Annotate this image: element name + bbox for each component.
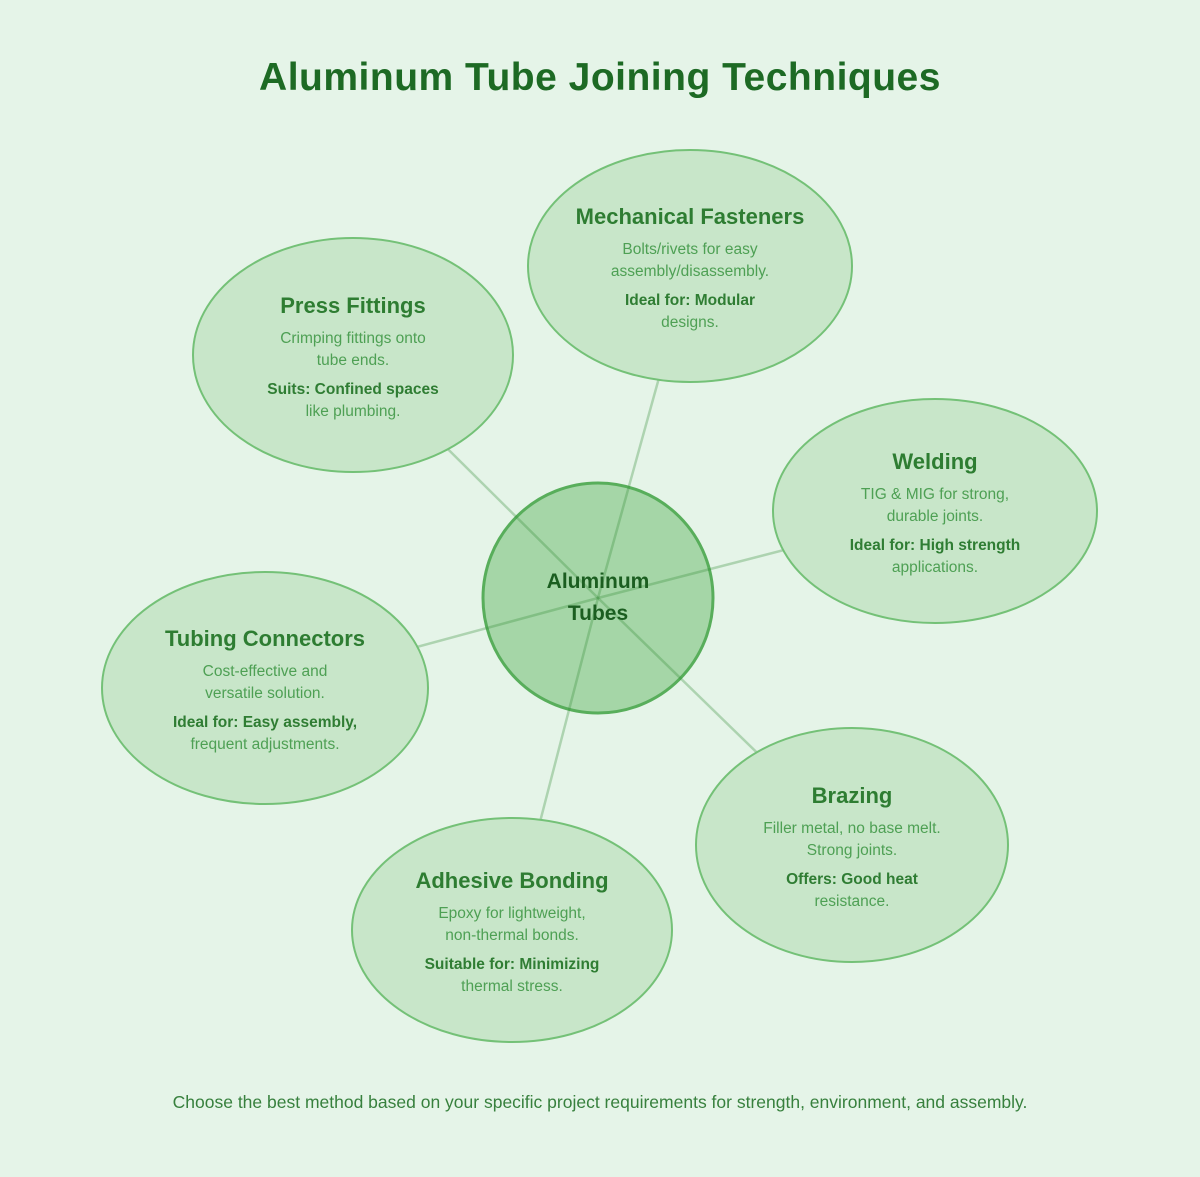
node-desc-line2: versatile solution. xyxy=(205,685,325,702)
node-title-tubing-connectors: Tubing Connectors xyxy=(164,626,366,651)
node-shape-welding xyxy=(772,398,1098,624)
node-title-welding: Welding xyxy=(892,449,978,474)
node-highlight: Suits: Confined spaces like plumbing. xyxy=(228,379,478,423)
node-desc-line2: durable joints. xyxy=(886,508,984,525)
node-highlight-rest: frequent adjustments. xyxy=(190,736,340,753)
node-highlight-rest: like plumbing. xyxy=(305,403,401,420)
node-tubing-connectors: Tubing Connectors Cost-effective and ver… xyxy=(140,624,390,756)
node-shape-brazing xyxy=(695,727,1009,963)
node-title-brazing: Brazing xyxy=(811,783,893,808)
node-highlight-rest: resistance. xyxy=(814,893,890,910)
center-node-shape xyxy=(481,481,715,715)
node-highlight: Suitable for: Minimizing thermal stress. xyxy=(387,954,637,998)
node-highlight-rest: thermal stress. xyxy=(461,978,563,995)
node-desc-line2: Strong joints. xyxy=(806,842,898,859)
node-adhesive-bonding: Adhesive Bonding Epoxy for lightweight, … xyxy=(387,866,637,998)
node-highlight-rest: designs. xyxy=(661,314,719,331)
node-brazing: Brazing Filler metal, no base melt. Stro… xyxy=(727,781,977,913)
node-desc-line2: tube ends. xyxy=(316,352,390,369)
node-highlight-rest: applications. xyxy=(891,559,979,576)
node-title-press-fittings: Press Fittings xyxy=(280,293,426,318)
node-desc-line2: assembly/disassembly. xyxy=(610,263,770,280)
node-desc-line1: Bolts/rivets for easy xyxy=(622,241,758,258)
node-desc-line1: Crimping fittings onto xyxy=(280,330,426,347)
node-shape-adhesive-bonding xyxy=(351,817,673,1043)
node-highlight: Ideal for: Modular designs. xyxy=(565,290,815,334)
page-title: Aluminum Tube Joining Techniques xyxy=(259,56,941,99)
node-highlight-bold: Suitable for: Minimizing xyxy=(424,956,600,973)
node-desc-line1: TIG & MIG for strong, xyxy=(860,486,1010,503)
node-highlight-bold: Suits: Confined spaces xyxy=(267,381,439,398)
node-highlight: Ideal for: High strength applications. xyxy=(810,535,1060,579)
node-welding: Welding TIG & MIG for strong, durable jo… xyxy=(810,447,1060,579)
node-highlight-bold: Ideal for: High strength xyxy=(849,537,1021,554)
node-press-fittings: Press Fittings Crimping fittings onto tu… xyxy=(228,291,478,423)
node-desc-line1: Cost-effective and xyxy=(202,663,328,680)
node-desc-line2: non-thermal bonds. xyxy=(445,927,579,944)
node-highlight-bold: Offers: Good heat xyxy=(786,871,918,888)
node-desc-line1: Filler metal, no base melt. xyxy=(763,820,941,837)
node-title-mechanical-fasteners: Mechanical Fasteners xyxy=(575,204,805,229)
node-mechanical-fasteners: Mechanical Fasteners Bolts/rivets for ea… xyxy=(565,202,815,334)
node-desc-line1: Epoxy for lightweight, xyxy=(438,905,586,922)
node-highlight-bold: Ideal for: Easy assembly, xyxy=(172,714,358,731)
node-shape-press-fittings xyxy=(192,237,514,473)
center-node-label: Aluminum Tubes xyxy=(546,570,650,625)
node-title-adhesive-bonding: Adhesive Bonding xyxy=(415,868,609,893)
node-shape-mechanical-fasteners xyxy=(527,149,853,383)
node-highlight: Offers: Good heat resistance. xyxy=(727,869,977,913)
node-highlight: Ideal for: Easy assembly, frequent adjus… xyxy=(140,712,390,756)
node-shape-tubing-connectors xyxy=(101,571,429,805)
node-highlight-bold: Ideal for: Modular xyxy=(624,292,756,309)
footer-note: Choose the best method based on your spe… xyxy=(172,1092,1028,1112)
